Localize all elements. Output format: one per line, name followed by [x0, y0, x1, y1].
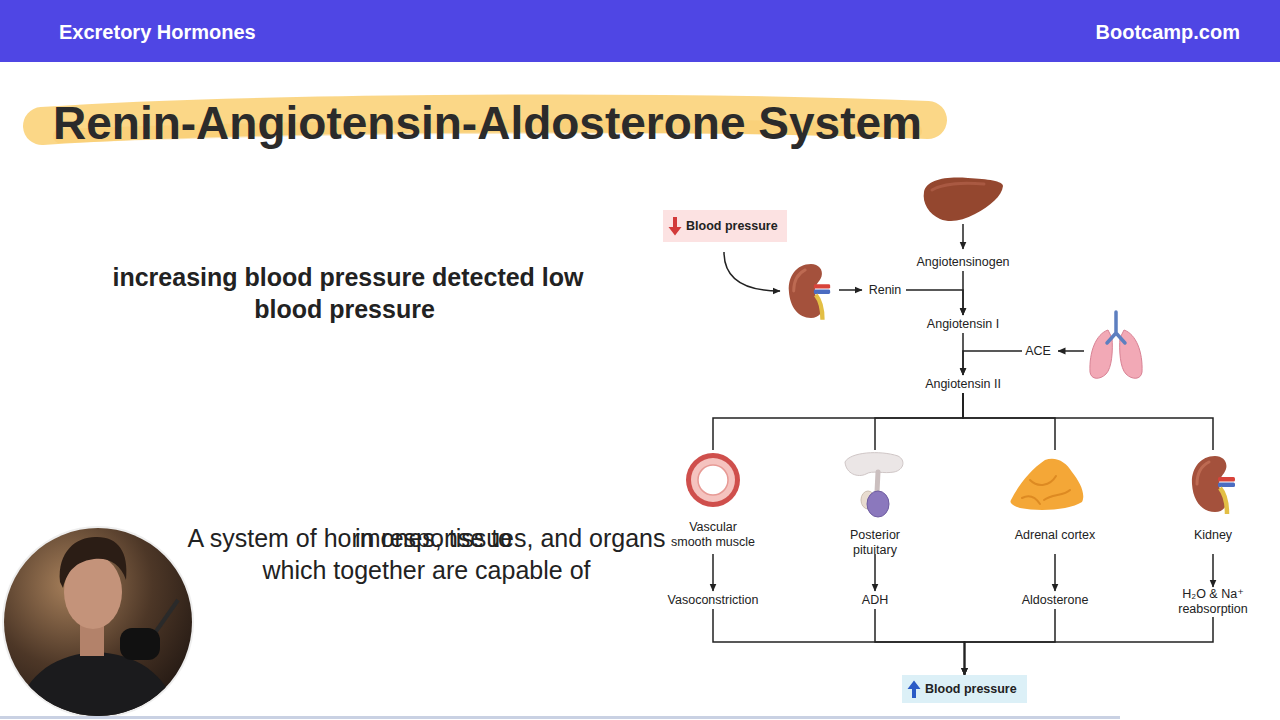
description-emphasis: increasing blood pressure — [112, 263, 425, 291]
flow-connector — [1054, 554, 1056, 591]
hypothalamus — [845, 453, 903, 476]
secretion-arrow — [962, 224, 964, 249]
lungs-icon — [1090, 312, 1142, 378]
site-name: Bootcamp.com — [840, 19, 1240, 45]
flow-connector — [962, 333, 964, 375]
target-organ: Kidney — [1168, 450, 1258, 554]
kidney-icon — [1192, 456, 1235, 514]
liver-body — [924, 178, 1003, 222]
effect-label: H₂O & Na⁺ reabsorption — [1170, 587, 1256, 617]
presenter — [14, 537, 180, 720]
molecule-label: Angiotensin I — [918, 315, 1008, 333]
secretion-arrow — [839, 289, 862, 291]
slide-title: Renin-Angiotensin-Aldosterone System — [53, 96, 1153, 150]
presenter-shirt — [14, 652, 180, 720]
flow-connector — [713, 609, 965, 675]
vessel-muscle — [691, 458, 735, 502]
microphone — [120, 628, 160, 660]
blood-pressure-box: Blood pressure — [663, 210, 787, 242]
flow-connector — [712, 554, 714, 591]
liver-highlight — [932, 183, 984, 190]
node-text: Adrenal cortex — [1010, 528, 1100, 543]
node-text: Blood pressure — [686, 219, 778, 234]
increase-arrow — [908, 681, 921, 699]
node-text: Vascular smooth muscle — [668, 520, 758, 550]
node-text: Posterior pituitary — [830, 528, 920, 558]
trigger-arrow — [724, 252, 780, 291]
section-header: Excretory Hormones — [59, 19, 559, 45]
node-text: Kidney — [1168, 528, 1258, 543]
trachea — [1107, 312, 1125, 343]
flow-connector — [963, 393, 1213, 450]
flow-connector — [906, 290, 963, 315]
kidney-icon — [789, 264, 830, 320]
enzyme-label: Renin — [864, 281, 906, 299]
flow-connector — [965, 609, 1056, 675]
node-text: H₂O & Na⁺ reabsorption — [1170, 587, 1256, 617]
enzyme-label: ACE — [1022, 342, 1054, 360]
flow-connector — [962, 271, 964, 315]
vessel-wall — [686, 453, 740, 507]
target-organ: Posterior pituitary — [815, 450, 935, 554]
blood-pressure-box: Blood pressure — [902, 675, 1027, 703]
adrenal-body — [1010, 459, 1083, 510]
flow-connector — [963, 351, 1022, 375]
effect-label: Vasoconstriction — [658, 591, 768, 609]
decrease-arrow — [669, 217, 682, 236]
flow-connector — [875, 609, 965, 675]
flow-connector — [1212, 554, 1214, 587]
node-text: Angiotensinogen — [916, 255, 1009, 270]
flow-connector — [965, 617, 1214, 675]
posterior-lobe — [867, 491, 889, 517]
molecule-label: Angiotensin II — [918, 375, 1008, 393]
flow-connector — [875, 393, 963, 450]
adrenal-icon — [1010, 459, 1083, 510]
lung-lobe — [1090, 330, 1112, 378]
flow-connector — [874, 554, 876, 591]
flow-connector — [963, 393, 1055, 450]
description-text: in response to — [171, 522, 696, 554]
target-organ: Adrenal cortex — [995, 450, 1115, 554]
header-bar — [0, 0, 1280, 62]
node-text: ADH — [862, 593, 888, 608]
vessel-lumen — [698, 465, 728, 495]
pituitary-stalk — [877, 472, 878, 492]
node-text: Angiotensin I — [927, 317, 999, 332]
description-block: A system of hormones, tissues, and organ… — [82, 261, 607, 325]
progress-bar — [0, 716, 1120, 719]
node-text: ACE — [1025, 344, 1051, 359]
node-text: Blood pressure — [925, 682, 1017, 697]
node-text: Angiotensin II — [925, 377, 1001, 392]
secretion-arrow — [1058, 350, 1084, 352]
node-text: Renin — [869, 283, 902, 298]
adrenal-texture — [1022, 476, 1070, 504]
vessel-icon — [686, 453, 740, 507]
lung-lobe — [1120, 330, 1142, 378]
liver-icon — [924, 178, 1003, 222]
target-organ: Vascular smooth muscle — [656, 450, 770, 554]
effect-label: Aldosterone — [1010, 591, 1100, 609]
presenter-hair — [60, 537, 127, 588]
node-text: Aldosterone — [1022, 593, 1089, 608]
pituitary-icon — [845, 453, 903, 517]
effect-label: ADH — [845, 591, 905, 609]
flow-connector — [713, 393, 963, 450]
molecule-label: Angiotensinogen — [903, 253, 1023, 271]
node-text: Vasoconstriction — [668, 593, 759, 608]
webcam-frame — [2, 526, 194, 720]
